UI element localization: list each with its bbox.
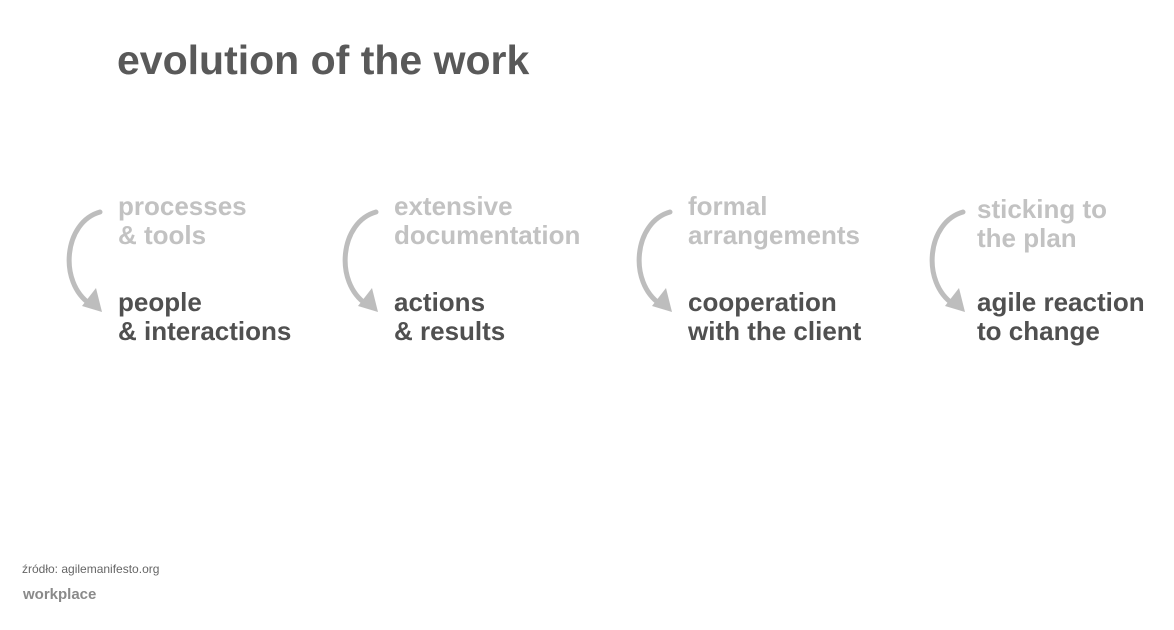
curved-arrow-icon [929,209,966,312]
from-text: extensive documentation [394,192,580,250]
source-note: źródło: agilemanifesto.org [22,562,160,576]
slide-title: evolution of the work [117,37,530,83]
from-text: processes & tools [118,192,247,250]
curved-arrow-icon [636,209,673,312]
curved-arrow-icon [66,209,103,312]
from-line-1: sticking to [977,194,1108,224]
from-line-1: formal [688,191,768,221]
curved-arrow-icon [342,209,379,312]
to-line-2: with the client [688,316,862,346]
to-text: cooperation with the client [688,288,861,346]
to-line-2: to change [977,316,1100,346]
to-line-2: & results [394,316,506,346]
to-line-1: people [118,287,202,317]
from-line-2: the plan [977,223,1077,253]
from-line-2: arrangements [688,220,860,250]
from-line-1: extensive [394,191,513,221]
from-line-1: processes [118,191,247,221]
to-line-2: & interactions [118,316,292,346]
to-text: actions & results [394,288,505,346]
from-text: formal arrangements [688,192,860,250]
to-text: people & interactions [118,288,291,346]
from-line-2: documentation [394,220,581,250]
to-text: agile reaction to change [977,288,1145,346]
from-text: sticking to the plan [977,195,1107,253]
to-line-1: cooperation [688,287,837,317]
to-line-1: actions [394,287,486,317]
to-line-1: agile reaction [977,287,1145,317]
from-line-2: & tools [118,220,207,250]
brand-label: workplace [23,586,97,603]
